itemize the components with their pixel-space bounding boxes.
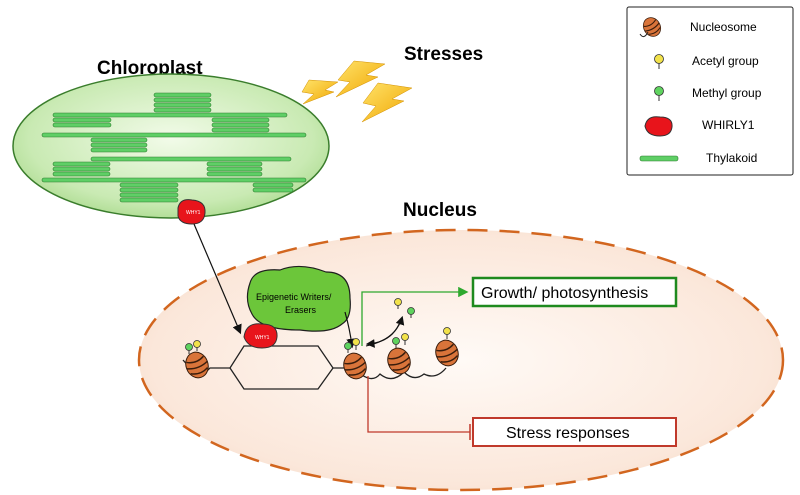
- legend-whirly-label: WHIRLY1: [702, 118, 755, 132]
- legend-thylakoid-icon: [639, 155, 679, 162]
- svg-text:Epigenetic Writers/: Epigenetic Writers/: [256, 292, 332, 302]
- svg-text:WHY1: WHY1: [255, 335, 270, 341]
- nucleus-title: Nucleus: [403, 200, 477, 221]
- acetyl-marker-4: [443, 327, 451, 339]
- svg-text:WHY1: WHY1: [186, 210, 201, 216]
- methyl-marker-3: [392, 337, 400, 348]
- translocation-arrow: [193, 223, 242, 335]
- svg-text:Erasers: Erasers: [285, 305, 317, 315]
- svg-text:Stress responses: Stress responses: [506, 425, 630, 442]
- stress-responses-box: Stress responses: [472, 417, 677, 447]
- legend-nucleosome-label: Nucleosome: [690, 20, 757, 34]
- acetyl-marker-2: [352, 338, 360, 350]
- whirly1-protein-chloroplast: WHY1: [177, 199, 206, 225]
- legend-whirly-icon: [644, 116, 673, 137]
- free-acetyl-group: [394, 298, 402, 309]
- whirly1-protein-nucleus: WHY1: [243, 323, 278, 349]
- legend-acetyl-icon: [654, 54, 664, 69]
- legend-acetyl-label: Acetyl group: [692, 54, 759, 68]
- activation-arrow: [361, 286, 469, 346]
- legend-methyl-icon: [654, 86, 664, 101]
- legend: Nucleosome Acetyl group Methyl group WHI…: [626, 6, 794, 176]
- legend-thylakoid-label: Thylakoid: [706, 151, 757, 165]
- stresses-title: Stresses: [404, 44, 483, 65]
- methyl-marker-1: [185, 343, 193, 354]
- inhibition-arrow: [367, 376, 470, 433]
- growth-photosynthesis-box: Growth/ photosynthesis: [471, 276, 678, 308]
- thylakoid-stacks: [41, 92, 307, 203]
- legend-methyl-label: Methyl group: [692, 86, 762, 100]
- methyl-marker-2: [344, 342, 352, 353]
- modification-arrow: [344, 311, 356, 349]
- svg-text:Growth/ photosynthesis: Growth/ photosynthesis: [481, 285, 648, 302]
- acetyl-marker-3: [401, 333, 409, 345]
- epigenetic-writers-erasers: Epigenetic Writers/ Erasers: [246, 265, 351, 332]
- lightning-bolt-icon: [301, 60, 413, 123]
- acetyl-marker-1: [193, 340, 201, 351]
- exchange-arrow-return: [365, 321, 401, 348]
- free-methyl-group: [407, 307, 415, 318]
